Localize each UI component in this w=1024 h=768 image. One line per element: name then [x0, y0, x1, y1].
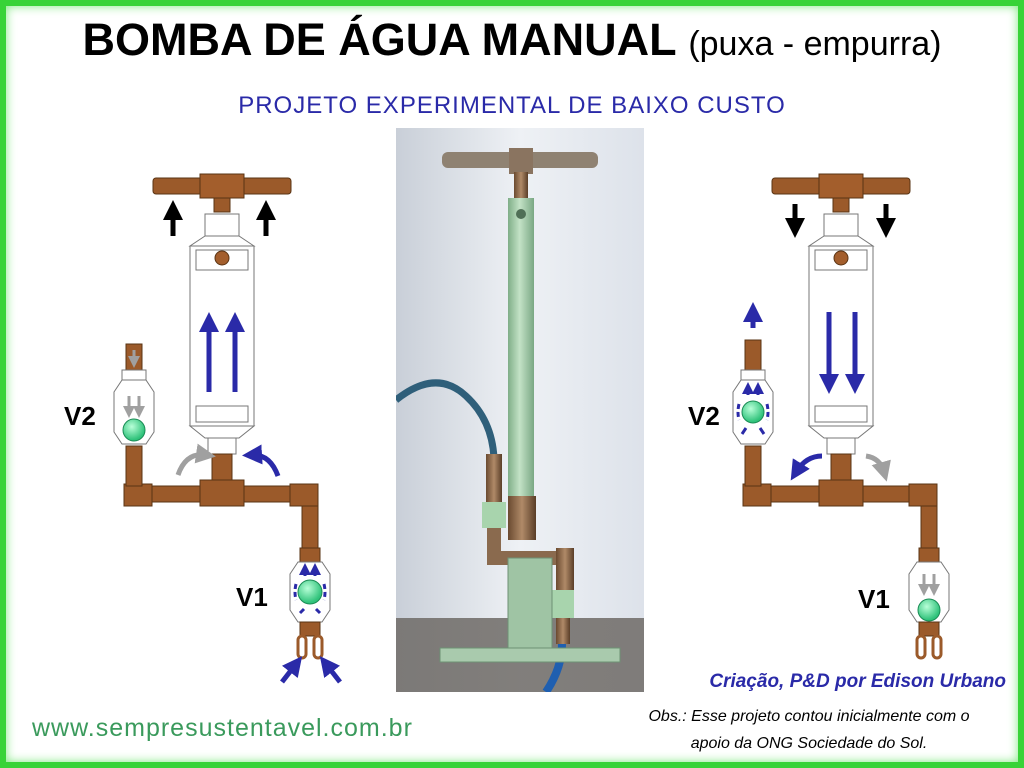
right-label-v1: V1 — [858, 584, 890, 614]
left-cylinder — [188, 213, 256, 455]
title-paren: (puxa - empurra) — [688, 25, 942, 63]
left-gray-curve-arrow — [175, 443, 216, 476]
left-handle — [152, 173, 292, 213]
right-gray-curve-arrow — [865, 453, 891, 482]
left-pipes — [123, 445, 319, 551]
left-valve-v1 — [289, 547, 331, 660]
left-inlet-arrow-1 — [280, 656, 303, 684]
right-blue-curve-arrow — [790, 453, 823, 481]
obs-line-2: apoio da ONG Sociedade do Sol. — [690, 735, 928, 752]
right-pipes — [742, 445, 938, 551]
right-valve-v2 — [732, 339, 774, 445]
credit-text: Criação, P&D por Edison Urbano — [709, 671, 1006, 692]
right-cylinder — [807, 213, 875, 455]
right-handle — [771, 173, 911, 213]
left-label-v1: V1 — [236, 582, 268, 612]
left-valve-v2 — [113, 343, 155, 445]
pump-photo — [396, 128, 644, 692]
website-link[interactable]: www.sempresustentavel.com.br — [32, 714, 413, 742]
right-valve-v1 — [908, 547, 950, 660]
page-subtitle: PROJETO EXPERIMENTAL DE BAIXO CUSTO — [238, 92, 786, 119]
left-blue-curve-arrow — [242, 444, 281, 477]
obs-note: Obs.: Esse projeto contou inicialmente c… — [600, 703, 1018, 757]
obs-line-1: Obs.: Esse projeto contou inicialmente c… — [648, 708, 970, 725]
right-label-v2: V2 — [688, 401, 720, 431]
title-main: BOMBA DE ÁGUA MANUAL — [82, 14, 676, 65]
left-label-v2: V2 — [64, 401, 96, 431]
page-title: BOMBA DE ÁGUA MANUAL (puxa - empurra) — [0, 14, 1024, 66]
left-inlet-arrow-2 — [319, 656, 342, 684]
